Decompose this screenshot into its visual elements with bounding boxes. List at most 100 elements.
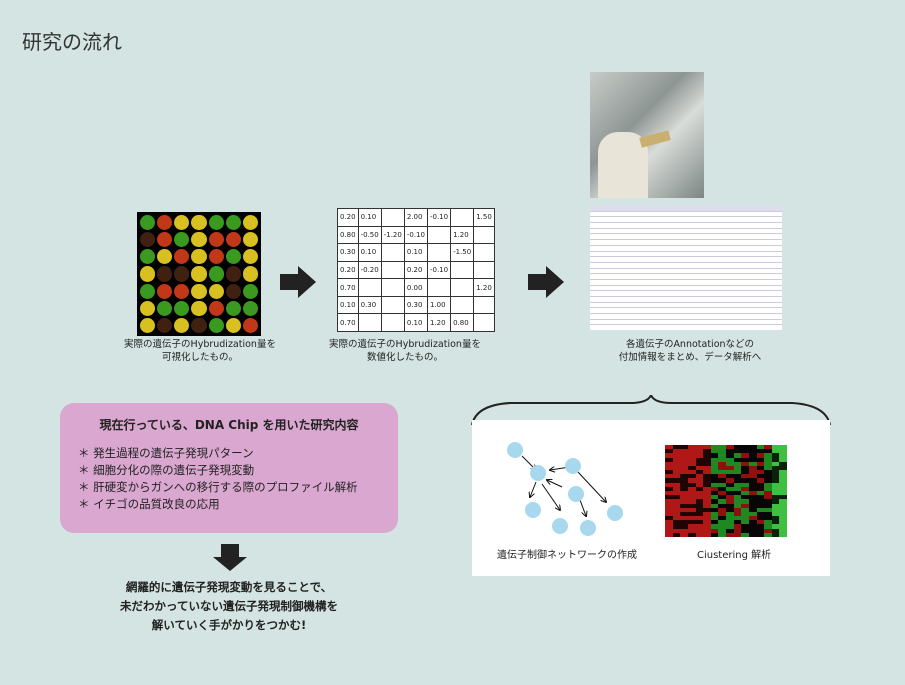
heatmap-cell xyxy=(665,495,673,500)
array-spot xyxy=(140,283,156,299)
heatmap-cell xyxy=(672,457,681,462)
array-spot xyxy=(174,232,190,248)
network-node xyxy=(530,465,546,481)
heatmap-cell xyxy=(687,457,696,462)
heatmap-cell xyxy=(741,474,749,479)
sheet-row xyxy=(590,314,782,320)
heatmap-cell xyxy=(733,449,742,454)
heatmap-cell xyxy=(756,474,765,479)
heatmap-cell xyxy=(665,490,673,496)
heatmap-cell xyxy=(756,445,765,450)
heatmap-cell xyxy=(726,503,734,508)
heatmap-cell xyxy=(665,453,673,458)
heatmap-cell xyxy=(680,520,688,525)
heatmap-cell xyxy=(718,528,726,533)
table-cell: 1.00 xyxy=(426,295,452,315)
array-spot xyxy=(140,232,156,248)
heatmap-cell xyxy=(741,524,749,529)
heatmap-cell xyxy=(779,457,787,462)
heatmap-cell xyxy=(733,482,742,487)
table-cell: 1.20 xyxy=(450,225,475,245)
conclusion: 網羅的に遺伝子発現変動を見ることで、 未だわかっていない遺伝子発現制御機構を 解… xyxy=(60,578,398,635)
heatmap-cell xyxy=(680,486,688,491)
heatmap-cell xyxy=(764,495,772,500)
heatmap-cell xyxy=(779,490,787,496)
array-spot xyxy=(140,300,156,316)
array-spot xyxy=(191,215,207,231)
heatmap-cell xyxy=(695,449,704,454)
sheet-row xyxy=(590,211,782,218)
array-spot xyxy=(208,232,224,248)
table-cell: -0.10 xyxy=(403,225,428,245)
heatmap-cell xyxy=(703,499,711,504)
heatmap-cell xyxy=(779,453,787,458)
heatmap-cell xyxy=(764,524,772,529)
array-spot xyxy=(225,232,241,248)
heatmap-cell xyxy=(748,503,757,508)
heatmap-cell xyxy=(779,470,787,475)
heatmap-cell xyxy=(771,503,780,508)
research-heading: 現在行っている、DNA Chip を用いた研究内容 xyxy=(99,418,359,432)
heatmap-cell xyxy=(672,495,681,500)
heatmap-cell xyxy=(710,474,719,479)
heatmap-cell xyxy=(695,457,704,462)
heatmap-cell xyxy=(718,474,726,479)
sheet-row xyxy=(590,223,782,229)
network-node xyxy=(607,505,623,521)
heatmap-cell xyxy=(756,507,765,512)
heatmap-cell xyxy=(726,524,734,529)
heatmap-cell xyxy=(718,524,726,529)
table-cell xyxy=(380,260,405,280)
heatmap-cell xyxy=(733,461,742,466)
table-cell xyxy=(426,243,452,262)
array-spot xyxy=(191,283,207,299)
heatmap-cell xyxy=(771,461,780,466)
heatmap-cell xyxy=(687,478,696,483)
heatmap-cell xyxy=(726,528,734,533)
table-cell: 0.30 xyxy=(357,295,382,315)
caption-line: 実際の遺伝子のHybrudization量を xyxy=(124,339,276,350)
array-spot xyxy=(191,232,207,248)
heatmap-cell xyxy=(718,511,726,517)
heatmap-cell xyxy=(718,478,726,483)
heatmap-cell xyxy=(771,445,780,450)
heatmap-cell xyxy=(756,528,765,533)
table-cell: -1.50 xyxy=(450,243,475,262)
heatmap-cell xyxy=(710,482,719,487)
heatmap-cell xyxy=(672,490,681,496)
table-cell xyxy=(473,260,495,280)
array-spot xyxy=(208,249,224,265)
heatmap-cell xyxy=(733,520,742,525)
heatmap-cell xyxy=(687,482,696,487)
heatmap-cell xyxy=(741,465,749,471)
heatmap-cell xyxy=(703,532,711,537)
heatmap-cell xyxy=(695,490,704,496)
sheet-row xyxy=(590,262,782,269)
research-item: ＊ 細胞分化の際の遺伝子発現変動 xyxy=(78,463,255,477)
heatmap-cell xyxy=(703,453,711,458)
network-node xyxy=(552,518,568,534)
table-cell xyxy=(473,225,495,245)
heatmap-cell xyxy=(695,482,704,487)
heatmap-cell xyxy=(672,482,681,487)
heatmap-cell xyxy=(733,499,742,504)
heatmap-cell xyxy=(756,470,765,475)
array-spot xyxy=(140,317,156,333)
sheet-row xyxy=(590,297,782,303)
heatmap-cell xyxy=(726,507,734,512)
table-cell: 0.80 xyxy=(337,225,359,245)
heatmap-cell xyxy=(756,482,765,487)
heatmap-cell xyxy=(748,486,757,491)
heatmap-cell xyxy=(665,449,673,454)
heatmap-cell xyxy=(718,470,726,475)
heatmap-cell xyxy=(672,532,681,537)
heatmap-cell xyxy=(703,490,711,496)
table-cell: -0.10 xyxy=(426,208,452,227)
sheet-row xyxy=(590,319,782,326)
research-box: 現在行っている、DNA Chip を用いた研究内容 ＊ 発生過程の遺伝子発現パタ… xyxy=(60,403,398,533)
heatmap-cell xyxy=(680,474,688,479)
heatmap-cell xyxy=(733,457,742,462)
heatmap-cell xyxy=(665,499,673,504)
heatmap-cell xyxy=(695,478,704,483)
heatmap-cell xyxy=(718,532,726,537)
